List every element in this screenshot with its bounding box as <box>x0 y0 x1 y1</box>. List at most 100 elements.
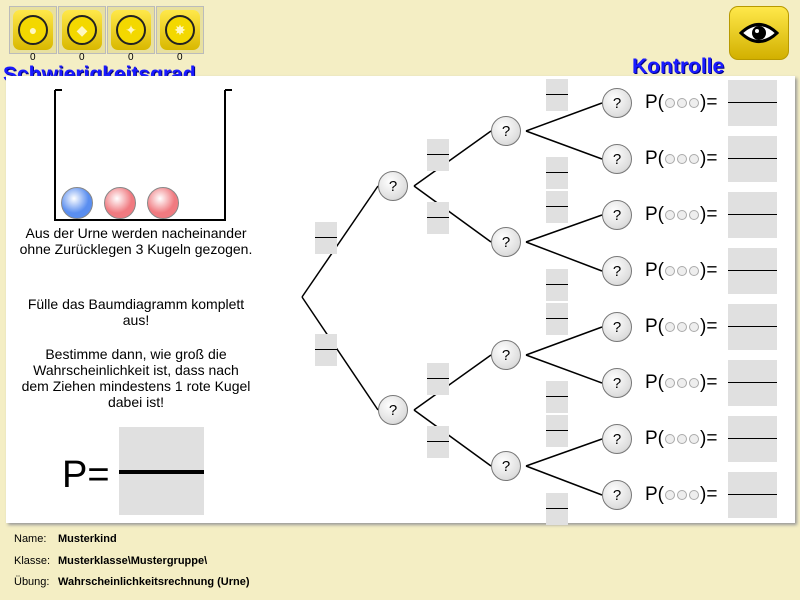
outcome-node[interactable]: ? <box>602 144 632 174</box>
path-probability-input[interactable] <box>728 136 777 182</box>
path-probability-input[interactable] <box>728 192 777 238</box>
p-suffix: )= <box>700 428 718 449</box>
footer-name: Name:Musterkind <box>14 533 117 546</box>
probability-input[interactable] <box>427 362 449 395</box>
p-suffix: )= <box>700 148 718 169</box>
branch <box>525 241 603 272</box>
path-probability-input[interactable] <box>728 248 777 294</box>
slot-icon <box>665 490 675 500</box>
probability-input[interactable] <box>546 79 568 111</box>
level-2-button[interactable]: ◆ <box>58 6 106 54</box>
outcome-node[interactable]: ? <box>602 256 632 286</box>
branch <box>525 354 603 384</box>
probability-input[interactable] <box>427 138 449 171</box>
slot-icon <box>665 434 675 444</box>
probability-input[interactable] <box>427 202 449 234</box>
outcome-node[interactable]: ? <box>378 171 408 201</box>
control-title: Kontrolle <box>632 55 725 78</box>
branch <box>525 102 603 132</box>
level-4-button[interactable]: ✸ <box>156 6 204 54</box>
probability-input[interactable] <box>315 333 337 366</box>
name-label: Name: <box>14 533 47 545</box>
outcome-node[interactable]: ? <box>602 312 632 342</box>
level-2-icon: ◆ <box>67 15 97 45</box>
p-prefix: P( <box>645 484 664 505</box>
exercise-label: Übung: <box>14 576 50 588</box>
p-suffix: )= <box>700 316 718 337</box>
p-prefix: P( <box>645 260 664 281</box>
level-2-count: 0 <box>79 52 85 63</box>
branch <box>301 185 379 298</box>
footer-class: Klasse: Musterklasse\Mustergruppe\ <box>14 555 207 568</box>
task-text-3: Bestimme dann, wie groß die Wahrscheinli… <box>21 346 251 410</box>
branch <box>301 296 379 411</box>
button-face: ● <box>13 10 53 50</box>
p-prefix: P( <box>645 204 664 225</box>
slot-icon <box>677 154 687 164</box>
p-prefix: P( <box>645 428 664 449</box>
path-probability-label: P( )= <box>645 427 717 451</box>
slot-icon <box>665 210 675 220</box>
class-label: Klasse: <box>14 555 51 567</box>
path-probability-label: P( )= <box>645 91 717 115</box>
result-input[interactable] <box>119 427 204 515</box>
p-suffix: )= <box>700 92 718 113</box>
button-face: ◆ <box>62 10 102 50</box>
outcome-node[interactable]: ? <box>602 88 632 118</box>
branch <box>413 130 492 187</box>
path-probability-label: P( )= <box>645 259 717 283</box>
p-prefix: P( <box>645 148 664 169</box>
slot-icon <box>689 490 699 500</box>
p-prefix: P( <box>645 92 664 113</box>
slot-icon <box>689 98 699 108</box>
path-probability-input[interactable] <box>728 360 777 406</box>
path-probability-input[interactable] <box>728 304 777 350</box>
path-probability-input[interactable] <box>728 416 777 462</box>
outcome-node[interactable]: ? <box>378 395 408 425</box>
p-suffix: )= <box>700 372 718 393</box>
slot-icon <box>689 434 699 444</box>
path-probability-label: P()= <box>645 203 717 227</box>
task-text-2: Fülle das Baumdiagramm komplett aus! <box>27 296 245 328</box>
level-1-icon: ● <box>18 15 48 45</box>
level-1-count: 0 <box>30 52 36 63</box>
outcome-node[interactable]: ? <box>602 480 632 510</box>
level-1-button[interactable]: ● <box>9 6 57 54</box>
branch <box>525 326 603 356</box>
probability-input[interactable] <box>546 191 568 223</box>
control-button[interactable] <box>729 6 789 60</box>
probability-input[interactable] <box>427 426 449 458</box>
level-3-icon: ✦ <box>116 15 146 45</box>
slot-icon <box>677 98 687 108</box>
p-prefix: P( <box>645 316 664 337</box>
probability-input[interactable] <box>546 157 568 189</box>
slot-icon <box>689 210 699 220</box>
probability-input[interactable] <box>546 381 568 413</box>
branch <box>525 465 603 496</box>
exercise-value: Wahrscheinlichkeitsrechnung (Urne) <box>58 576 250 588</box>
outcome-node[interactable]: ? <box>602 368 632 398</box>
slot-icon <box>677 210 687 220</box>
outcome-node[interactable]: ? <box>491 116 521 146</box>
outcome-node[interactable]: ? <box>491 227 521 257</box>
result-label: P= <box>62 454 110 496</box>
probability-input[interactable] <box>546 269 568 301</box>
branch <box>525 130 603 160</box>
level-3-button[interactable]: ✦ <box>107 6 155 54</box>
button-face: ✦ <box>111 10 151 50</box>
path-probability-input[interactable] <box>728 472 777 518</box>
outcome-node[interactable]: ? <box>491 340 521 370</box>
probability-input[interactable] <box>546 493 568 525</box>
path-probability-input[interactable] <box>728 80 777 126</box>
probability-input[interactable] <box>546 303 568 335</box>
outcome-node[interactable]: ? <box>491 451 521 481</box>
outcome-node[interactable]: ? <box>602 200 632 230</box>
slot-icon <box>689 154 699 164</box>
probability-input[interactable] <box>315 221 337 254</box>
slot-icon <box>665 378 675 388</box>
class-value: Musterklasse\Mustergruppe\ <box>58 555 208 567</box>
p-suffix: )= <box>700 260 718 281</box>
outcome-node[interactable]: ? <box>602 424 632 454</box>
probability-input[interactable] <box>546 415 568 447</box>
blue-ball <box>61 187 93 219</box>
